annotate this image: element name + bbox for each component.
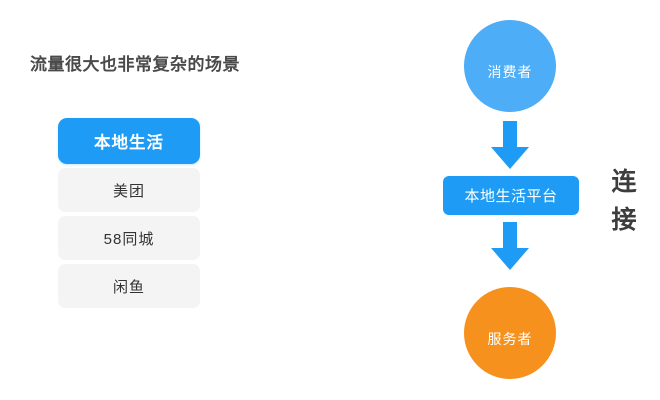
list-item-58tongcheng[interactable]: 58同城 [58,216,200,260]
flow-node-provider: 服务者 [464,287,556,379]
list-item-meituan[interactable]: 美团 [58,168,200,212]
list-item-local-life[interactable]: 本地生活 [58,118,200,164]
flow-diagram: 消费者 本地生活平台 服务者 [440,0,600,400]
list-item-label: 闲鱼 [112,278,145,296]
list-item-xianyu[interactable]: 闲鱼 [58,264,200,308]
list-item-label: 58同城 [103,230,155,248]
connect-caption-line1: 连 [611,168,637,196]
page-title: 流量很大也非常复杂的场景 [30,55,240,74]
flow-node-consumer: 消费者 [464,20,556,112]
connect-caption: 连 接 [608,163,640,239]
connect-caption-line2: 接 [611,206,637,234]
option-list: 本地生活 美团 58同城 闲鱼 [58,118,200,312]
flow-node-label: 消费者 [487,64,533,80]
list-item-label: 美团 [112,182,145,200]
arrow-down-icon [491,222,529,270]
flow-node-platform: 本地生活平台 [443,176,579,215]
list-item-label: 本地生活 [94,134,164,152]
arrow-down-icon [491,121,529,169]
flow-node-label: 服务者 [487,331,533,347]
flow-node-label: 本地生活平台 [464,188,558,205]
